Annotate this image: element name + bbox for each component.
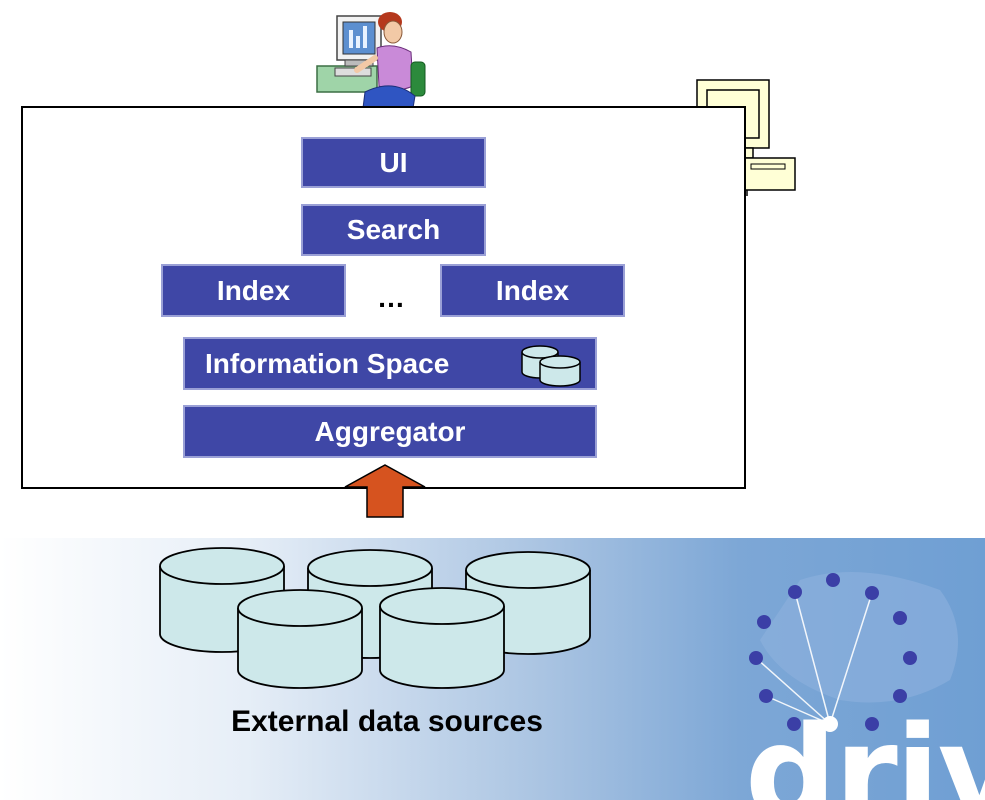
search-layer: Search <box>301 204 486 256</box>
aggregator-layer: Aggregator <box>183 405 597 458</box>
index-layer-right: Index <box>440 264 625 317</box>
database-cylinder-4 <box>379 587 505 689</box>
driver-logo-text: driver <box>745 702 985 800</box>
driver-logo-word: driver <box>745 702 985 800</box>
index-layer-left: Index <box>161 264 346 317</box>
external-databases-icon <box>159 547 591 689</box>
information-space-label: Information Space <box>205 347 450 379</box>
ui-layer: UI <box>301 137 486 188</box>
database-cylinder-2 <box>237 589 363 689</box>
ellipsis: … <box>377 282 405 313</box>
up-arrow-icon <box>344 464 426 518</box>
driver-network-logo <box>749 572 958 732</box>
user-at-computer-icon <box>316 12 426 109</box>
database-icon <box>521 345 581 387</box>
external-data-sources-label: External data sources <box>231 705 543 738</box>
information-space-layer: Information Space <box>183 337 597 390</box>
